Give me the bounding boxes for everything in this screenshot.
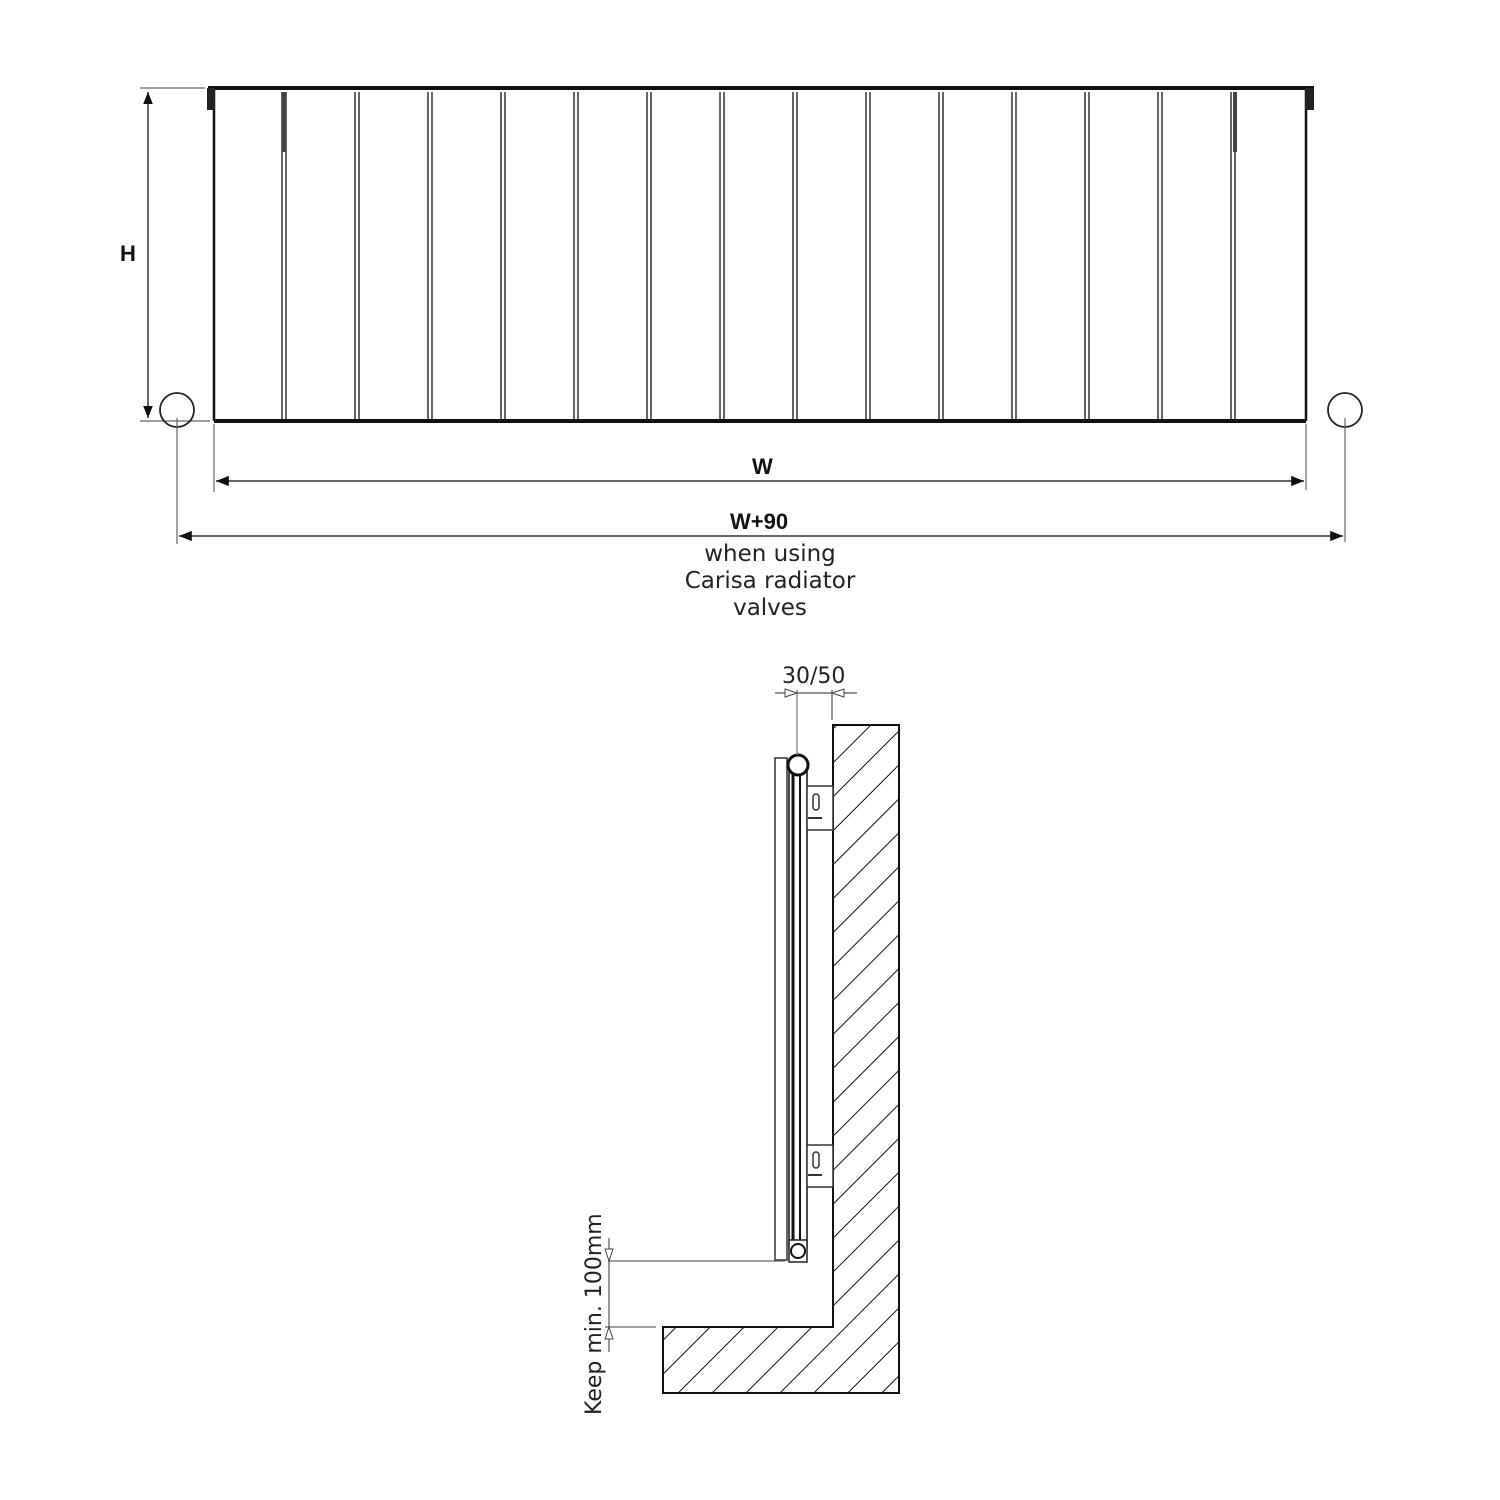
side-view <box>604 688 900 1394</box>
total-width-label: W+90 <box>730 509 789 534</box>
valve-note-line-3: valves <box>733 595 807 621</box>
height-label: H <box>120 241 136 266</box>
front-view <box>140 86 1363 544</box>
valve-note-line-1: when using <box>704 541 836 567</box>
floor-clearance-label: Keep min. 100mm <box>582 1213 607 1415</box>
width-label: W <box>752 454 773 479</box>
valve-note: when using Carisa radiator valves <box>620 541 920 622</box>
panel-separators <box>281 92 1236 419</box>
wall-section <box>662 724 900 1394</box>
valve-note-line-2: Carisa radiator <box>684 568 856 594</box>
wall-gap-label: 30/50 <box>782 664 846 689</box>
